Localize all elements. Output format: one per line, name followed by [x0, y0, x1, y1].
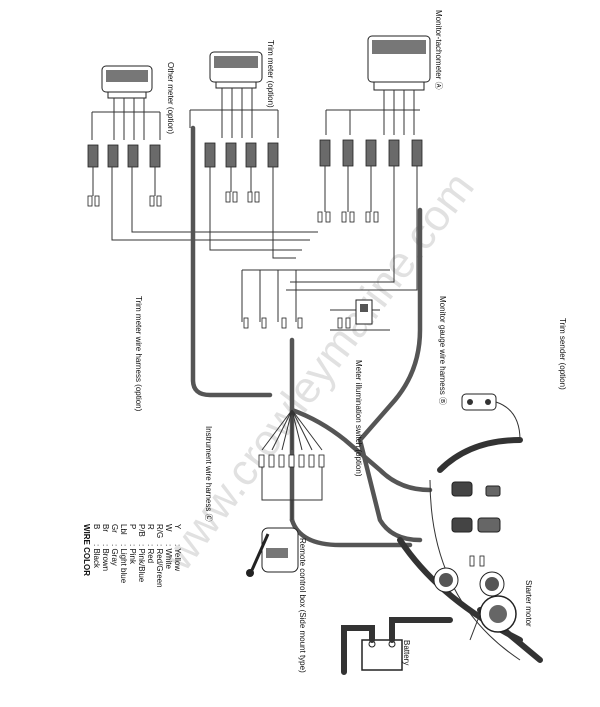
harness-wires: [92, 166, 418, 331]
wire-color-code: P/B: [137, 524, 146, 537]
wire-color-name: : Red/Green: [155, 544, 164, 588]
wire-color-code: R: [146, 524, 155, 530]
trim-sender: [461, 393, 521, 441]
wire-color-name: : Black: [92, 544, 101, 569]
gauge-wires: [91, 88, 420, 140]
trim-meter-label: Trim meter (option): [266, 40, 275, 108]
starter-motor-label: Starter motor: [524, 580, 533, 627]
wire-color-name: : Pink/Blue: [137, 544, 146, 583]
illumination-switch-label: Meter illumination switch (option): [354, 360, 363, 477]
wire-color-code: W: [164, 524, 173, 532]
wire-color-code: R/G: [155, 524, 164, 538]
wire-color-code: Lbl: [119, 524, 128, 535]
wire-color-name: : Gray: [110, 544, 119, 566]
battery: [341, 617, 453, 675]
starter-motor: [469, 595, 517, 641]
wire-color-name: : Red: [146, 544, 155, 563]
instrument-harness-fan: [258, 409, 325, 520]
trim-meter: [209, 51, 263, 89]
gauge-harness-label: Monitor gauge wire harness Ⓑ: [438, 296, 447, 405]
connector-row-top: [87, 139, 423, 168]
other-meter: [101, 65, 153, 99]
monitor-tachometer-label: Monitor-tachometer Ⓐ: [434, 10, 443, 90]
wire-color-code: Gr: [110, 524, 119, 533]
wire-color-code: B: [92, 524, 101, 529]
wire-color-code: P: [128, 524, 137, 529]
wire-color-name: : Light blue: [119, 544, 128, 584]
engine-connectors: [433, 481, 505, 597]
remote-control-box: [246, 527, 299, 577]
monitor-tachometer: [367, 35, 431, 91]
remote-control-box-label: Remote control box (Side mount type): [298, 538, 307, 673]
other-meter-label: Other meter (option): [166, 62, 175, 134]
engine-outline: [397, 437, 543, 663]
illumination-switch: [355, 299, 373, 325]
wire-color-code: Y: [173, 524, 182, 530]
connector-row-plugs: [87, 191, 379, 223]
trim-sender-label: Trim sender (option): [558, 318, 567, 390]
wire-color-name: : Pink: [128, 544, 137, 565]
instrument-harness-label: Instrument wire harness Ⓒ: [204, 426, 213, 522]
switch-plugs: [243, 317, 351, 329]
wire-color-title: WIRE COLOR: [82, 524, 91, 576]
wire-color-name: : White: [164, 544, 173, 569]
trim-harness-label: Trim meter wire harness (option): [134, 296, 143, 412]
cables: [190, 125, 433, 548]
wire-color-name: : Brown: [101, 544, 110, 571]
watermark: www.crowleymarine.com: [153, 163, 484, 580]
wire-color-code: Br: [101, 524, 110, 532]
wire-color-name: : Yellow: [173, 544, 182, 571]
battery-label: Battery: [402, 640, 411, 665]
wire-color-legend: WIRE COLOR B : Black Br : Brown Gr : GrayLbl:…: [82, 524, 182, 588]
